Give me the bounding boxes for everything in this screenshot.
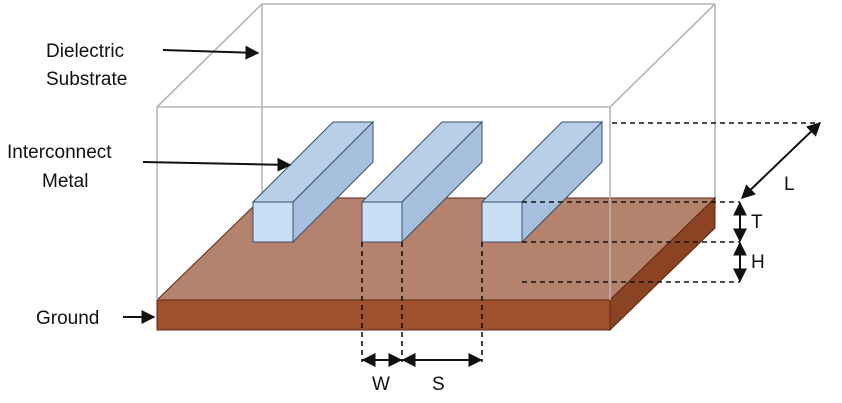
dimension-W-label: W xyxy=(372,374,390,395)
interconnect-label-line2: Metal xyxy=(42,171,88,192)
dimension-T-label: T xyxy=(751,212,763,233)
dimension-S-label: S xyxy=(432,374,445,395)
dielectric-callout-arrow xyxy=(162,45,260,60)
metal-line-2 xyxy=(360,120,484,244)
dielectric-label-line2: Substrate xyxy=(46,69,127,90)
metal-line-1 xyxy=(251,120,375,244)
dielectric-substrate-back xyxy=(156,3,716,198)
ground-label: Ground xyxy=(36,308,99,329)
interconnect-callout-arrow xyxy=(142,157,292,172)
dielectric-substrate-front xyxy=(156,106,611,300)
ground-front-face xyxy=(156,299,611,331)
ground-plane xyxy=(155,196,717,332)
interconnect-label-line1: Interconnect xyxy=(7,142,112,163)
dimension-L-arrow xyxy=(740,122,822,199)
ground-side-face xyxy=(609,196,716,332)
dimension-H-label: H xyxy=(751,252,765,273)
metal-line-3 xyxy=(480,120,604,244)
dimension-L-label: L xyxy=(784,174,795,195)
dielectric-label-line1: Dielectric xyxy=(46,41,124,62)
